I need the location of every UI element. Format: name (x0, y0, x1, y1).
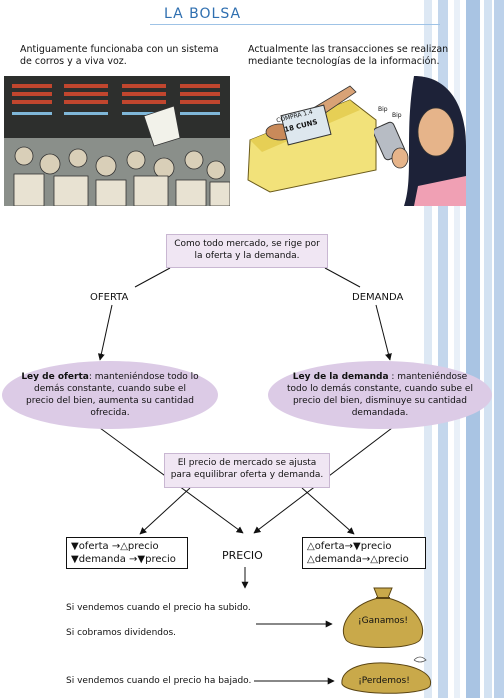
right-rules-box: △oferta→▼precio △demanda→△precio (302, 537, 426, 569)
market-box: Como todo mercado, se rige por la oferta… (166, 234, 328, 268)
ley-demanda-text: : manteniéndose todo lo demás constante,… (287, 372, 473, 418)
phone-beep-2: Bip (392, 112, 402, 119)
intro-right-text: Actualmente las transacciones se realiza… (248, 44, 449, 67)
money-bag-win-icon (342, 587, 424, 648)
statement-price-up: Si vendemos cuando el precio ha subido. (66, 603, 251, 613)
ley-oferta-title: Ley de oferta (21, 372, 89, 382)
left-rule-oferta: ▼oferta →△precio (71, 541, 159, 552)
statement-dividends: Si cobramos dividendos. (66, 628, 177, 638)
intro-left-text: Antiguamente funcionaba con un sistema d… (20, 44, 219, 67)
ley-oferta-text: : manteniéndose todo lo demás constante,… (26, 372, 199, 418)
decorative-stripes (424, 0, 504, 698)
right-rule-demanda: △demanda→△precio (307, 554, 409, 565)
bag-lose-text: ¡Perdemos! (358, 676, 410, 686)
left-rule-demanda: ▼demanda →▼precio (71, 554, 176, 565)
right-rule-oferta: △oferta→▼precio (307, 541, 392, 552)
left-rules-box: ▼oferta →△precio ▼demanda →▼precio (66, 537, 188, 569)
bag-win-text: ¡Ganamos! (358, 616, 408, 626)
ley-oferta-ellipse: Ley de oferta: manteniéndose todo lo dem… (2, 361, 218, 429)
title-underline (150, 24, 440, 25)
ley-demanda-ellipse: Ley de la demanda : manteniéndose todo l… (268, 361, 492, 429)
woman-phone-illustration (374, 76, 466, 206)
ley-demanda-title: Ley de la demanda (292, 372, 389, 382)
phone-beep: Bip (378, 106, 388, 113)
demanda-label: DEMANDA (352, 292, 404, 303)
ajuste-box: El precio de mercado se ajusta para equi… (164, 453, 330, 488)
oferta-label: OFERTA (90, 292, 129, 303)
sofa-laptop-illustration (247, 85, 377, 193)
page-title: LA BOLSA (164, 6, 242, 22)
money-bag-lose-icon (341, 656, 432, 694)
trading-floor-illustration (4, 76, 230, 206)
precio-label: PRECIO (222, 549, 263, 562)
statement-price-down: Si vendemos cuando el precio ha bajado. (66, 676, 252, 686)
